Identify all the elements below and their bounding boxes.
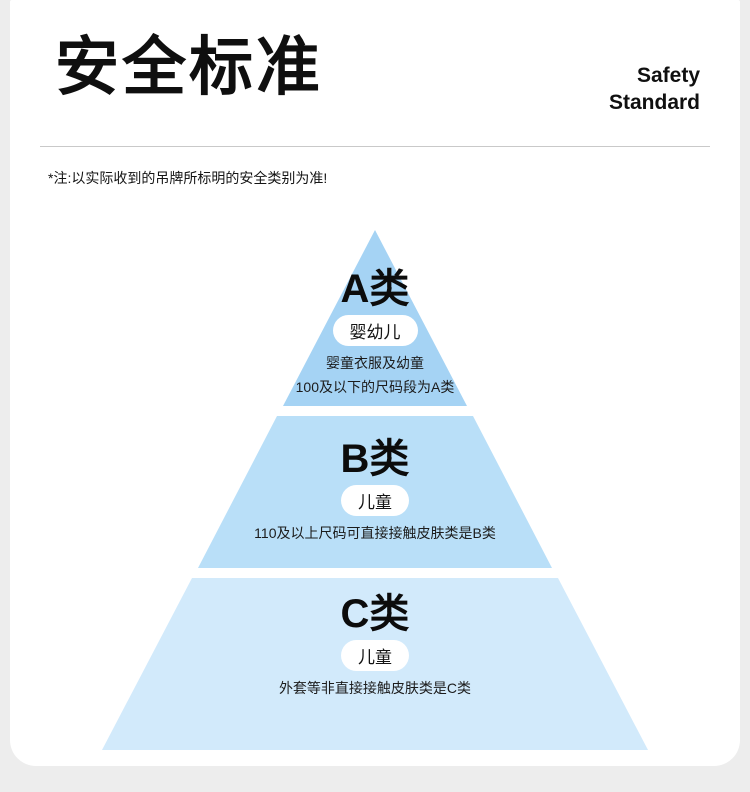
- tier-c-desc-line1: 外套等非直接接触皮肤类是C类: [278, 680, 472, 696]
- tier-b-desc-line1: 110及以上尺码可直接接触皮肤类是B类: [254, 525, 496, 541]
- tier-a-label: A类: [340, 267, 410, 311]
- safety-pyramid-diagram: A类 婴幼儿 婴童衣服及幼童 100及以下的尺码段为A类 B类 儿童 110及以…: [10, 210, 740, 766]
- content-card: 安全标准 Safety Standard *注:以实际收到的吊牌所标明的安全类别…: [10, 0, 740, 766]
- tier-a-desc-line2: 100及以下的尺码段为A类: [295, 378, 455, 395]
- tier-b-label: B类: [340, 437, 410, 481]
- tier-a-badge-row: 婴幼儿: [10, 315, 740, 346]
- tier-a-content: A类 婴幼儿 婴童衣服及幼童 100及以下的尺码段为A类: [10, 268, 740, 396]
- page-title-english: Safety Standard: [609, 62, 700, 117]
- page-title: 安全标准: [55, 31, 323, 103]
- tier-c-badge-row: 儿童: [10, 640, 740, 671]
- tier-c-content: C类 儿童 外套等非直接接触皮肤类是C类: [10, 593, 740, 697]
- note-text: *注:以实际收到的吊牌所标明的安全类别为准!: [48, 170, 328, 186]
- tier-b-badge: 儿童: [341, 485, 409, 516]
- tier-a-desc-line1: 婴童衣服及幼童: [326, 355, 424, 371]
- tier-c-label: C类: [340, 592, 410, 636]
- tier-a-badge: 婴幼儿: [332, 315, 418, 346]
- tier-b-badge-row: 儿童: [10, 485, 740, 516]
- title-en-line1: Safety: [636, 64, 700, 87]
- title-en-line2: Standard: [608, 91, 700, 115]
- tier-b-content: B类 儿童 110及以上尺码可直接接触皮肤类是B类: [10, 438, 740, 542]
- header-divider: [40, 146, 710, 147]
- tier-c-badge: 儿童: [341, 640, 409, 671]
